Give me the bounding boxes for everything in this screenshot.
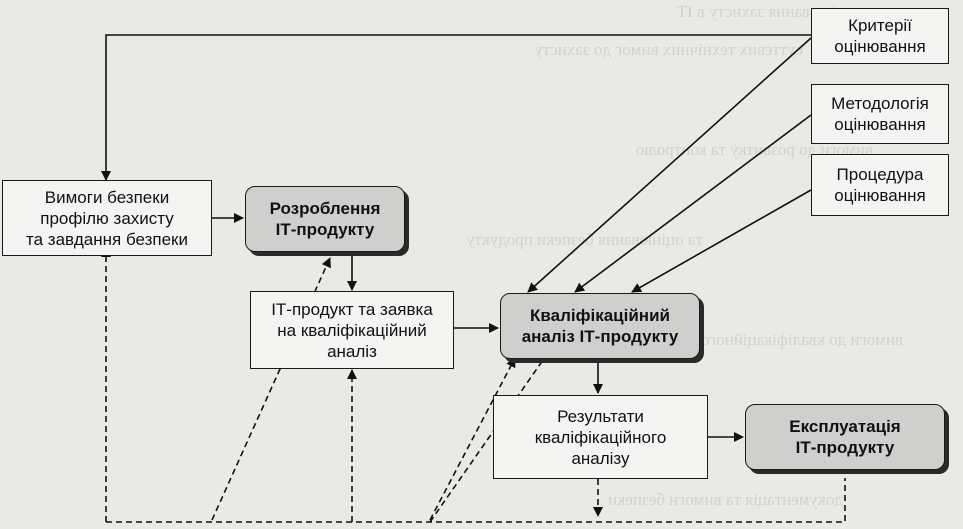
node-development: Розроблення ІТ-продукту (245, 186, 405, 252)
node-evaluation-procedure: Процедура оцінювання (811, 154, 949, 216)
node-security-requirements: Вимоги безпеки профілю захисту та завдан… (2, 180, 212, 256)
dashed-diagonal-to-development (429, 349, 551, 523)
arrow-criteria-to-requirements (101, 34, 811, 181)
dashed-diagonal-to-analysis (429, 357, 516, 521)
node-analysis-results: Результати кваліфікаційного аналізу (493, 395, 708, 479)
node-qualification-analysis: Кваліфікаційний аналіз ІТ-продукту (500, 293, 700, 359)
node-evaluation-criteria: Критерії оцінювання (811, 8, 949, 64)
arrow-criteria-to-analysis (527, 37, 812, 293)
arrow-procedure-to-analysis (631, 189, 812, 293)
node-operation: Експлуатація ІТ-продукту (745, 404, 945, 470)
arrow-methodology-to-analysis (574, 114, 812, 293)
dashed-diagonal-to-requirements (211, 257, 331, 521)
node-product-application: ІТ-продукт та заявка на кваліфікаційний … (250, 291, 454, 369)
node-evaluation-methodology: Методологія оцінювання (811, 84, 949, 144)
dashed-bottom-bus (106, 478, 846, 523)
